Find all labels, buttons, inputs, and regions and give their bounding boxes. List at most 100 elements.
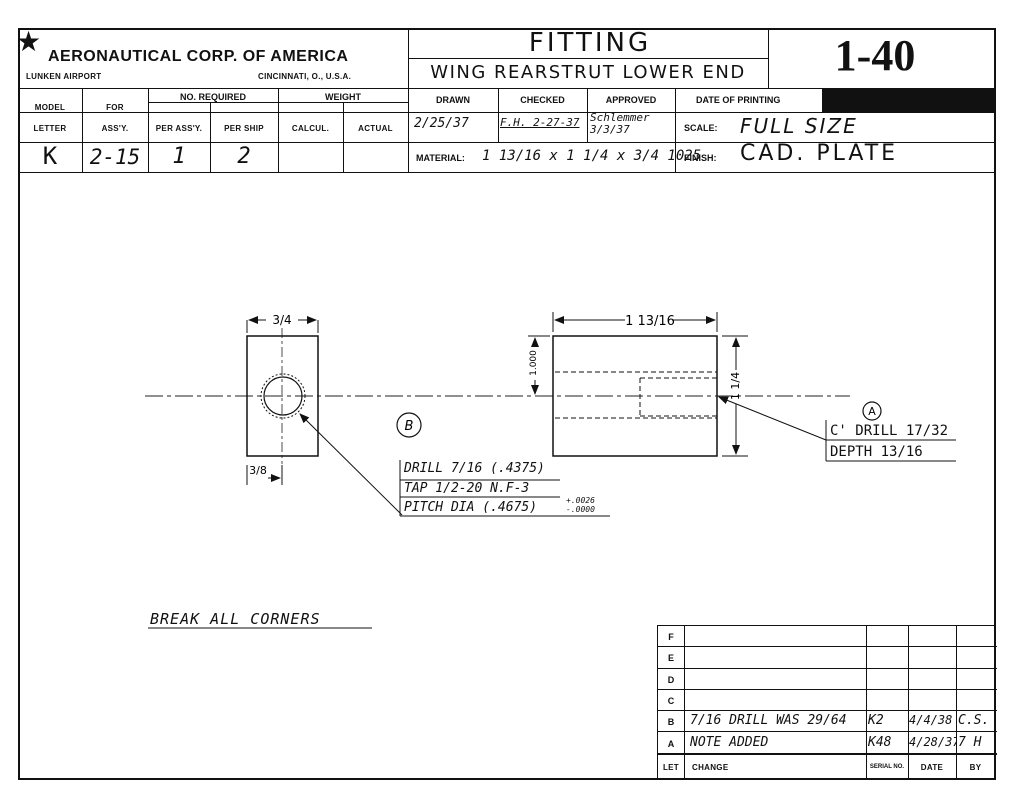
revision-change: 7/16 DRILL WAS 29/64 — [690, 713, 847, 729]
callout-b: B — [405, 419, 414, 434]
revision-row: B 7/16 DRILL WAS 29/64 K2 4/4/38 C.S. — [658, 711, 997, 733]
material-value: 1 13/16 x 1 1/4 x 3/4 1025 — [482, 148, 702, 164]
drawing-sheet-border — [18, 28, 996, 780]
revision-change: NOTE ADDED — [690, 734, 769, 750]
divider — [768, 28, 769, 88]
location-left: LUNKEN AIRPORT — [26, 72, 102, 81]
revision-date: 4/28/37 — [909, 734, 957, 749]
dim-length: 1 13/16 — [625, 314, 675, 329]
divider — [210, 102, 211, 172]
revision-row: F — [658, 626, 997, 648]
tapped-hole-inner — [263, 376, 303, 416]
note-b-tol-minus: -.0000 — [566, 505, 595, 514]
dim-small: 1.000 — [529, 350, 539, 376]
let-header: LET — [662, 763, 679, 772]
drawn-label: DRAWN — [436, 95, 470, 105]
finish-value: CAD. PLATE — [740, 141, 899, 166]
revision-letter: E — [667, 653, 674, 664]
divider — [587, 88, 588, 142]
divider — [278, 88, 279, 172]
weight-label: WEIGHT — [325, 92, 361, 102]
part-description: WING REARSTRUT LOWER END — [430, 62, 746, 83]
part-name: FITTING — [528, 28, 652, 58]
callout-b-circle — [396, 412, 422, 438]
serial-header: SERIAL NO. — [869, 764, 905, 770]
drawn-value: 2/25/37 — [414, 116, 469, 131]
divider — [148, 88, 149, 172]
assy-label: ASS'Y. — [101, 124, 129, 133]
star-icon: ★ — [16, 26, 42, 57]
per-assy-value: 1 — [172, 144, 186, 169]
divider — [18, 172, 996, 173]
divider — [18, 142, 996, 143]
date-printing-label: DATE OF PRINTING — [696, 95, 781, 105]
callout-a: A — [868, 405, 876, 418]
divider — [408, 58, 768, 59]
checked-value: F.H. 2-27-37 — [500, 116, 580, 129]
scale-label: SCALE: — [684, 123, 718, 133]
leader-a — [718, 396, 827, 441]
checked-label: CHECKED — [520, 95, 565, 105]
dim-height-right: 1 1/4 — [729, 372, 742, 400]
per-assy-label: PER ASS'Y. — [155, 124, 203, 133]
date-printing-blackout — [822, 88, 996, 112]
side-view-outline — [552, 335, 718, 457]
approved-label: APPROVED — [605, 95, 657, 105]
revision-row: E — [658, 647, 997, 669]
finish-label: FINISH: — [684, 153, 717, 163]
drawing-number: 1-40 — [834, 31, 916, 80]
location-right: CINCINNATI, O., U.S.A. — [258, 72, 352, 81]
revision-date: 4/4/38 — [909, 713, 953, 728]
revision-serial: K2 — [868, 713, 884, 729]
end-view-outline — [246, 335, 319, 457]
no-required-label: NO. REQUIRED — [179, 92, 246, 102]
divider — [18, 88, 996, 89]
revision-serial: K48 — [868, 734, 892, 750]
for-value: 2-15 — [89, 145, 141, 169]
note-b-tol-plus: +.0026 — [566, 496, 595, 505]
revision-row: D — [658, 669, 997, 690]
general-note: BREAK ALL CORNERS — [150, 610, 321, 628]
revision-letter: F — [668, 632, 674, 642]
divider — [684, 626, 685, 779]
note-b-pitch: PITCH DIA (.4675) — [404, 500, 538, 515]
revision-row: C — [658, 690, 997, 712]
date-header: DATE — [920, 763, 944, 772]
revision-by: C.S. — [958, 713, 990, 729]
approved-value: Schlemmer 3/3/37 — [590, 111, 650, 136]
callout-a-circle — [862, 401, 882, 421]
company-name: AERONAUTICAL CORP. OF AMERICA — [48, 48, 349, 65]
note-a-depth: DEPTH 13/16 — [830, 444, 923, 460]
tapped-hole-outer — [260, 373, 306, 419]
material-label: MATERIAL: — [416, 153, 465, 163]
letter-label: LETTER — [33, 124, 67, 133]
per-ship-value: 2 — [237, 144, 251, 169]
scale-value: FULL SIZE — [740, 114, 858, 138]
divider — [908, 626, 909, 779]
divider — [343, 102, 344, 172]
revision-letter: D — [667, 674, 675, 685]
divider — [675, 88, 676, 172]
actual-label: ACTUAL — [358, 124, 393, 133]
divider — [408, 88, 409, 172]
model-value: K — [42, 142, 58, 170]
revision-letter: C — [667, 695, 675, 706]
note-b-drill: DRILL 7/16 (.4375) — [404, 461, 545, 476]
per-ship-label: PER SHIP — [224, 124, 264, 133]
dim-offset-left: 3/8 — [249, 464, 267, 477]
revision-letter: B — [667, 717, 675, 728]
change-header: CHANGE — [692, 763, 729, 772]
divider — [956, 626, 957, 779]
divider — [82, 88, 83, 172]
revision-by: 7 H — [958, 734, 982, 750]
revision-letter: A — [667, 738, 675, 749]
leader-b — [299, 413, 403, 516]
by-header: BY — [969, 763, 982, 772]
note-b-tap: TAP 1/2-20 N.F-3 — [404, 481, 530, 496]
for-label: FOR — [106, 103, 124, 112]
note-a-drill: C' DRILL 17/32 — [830, 423, 949, 439]
dim-width-left: 3/4 — [272, 313, 291, 327]
